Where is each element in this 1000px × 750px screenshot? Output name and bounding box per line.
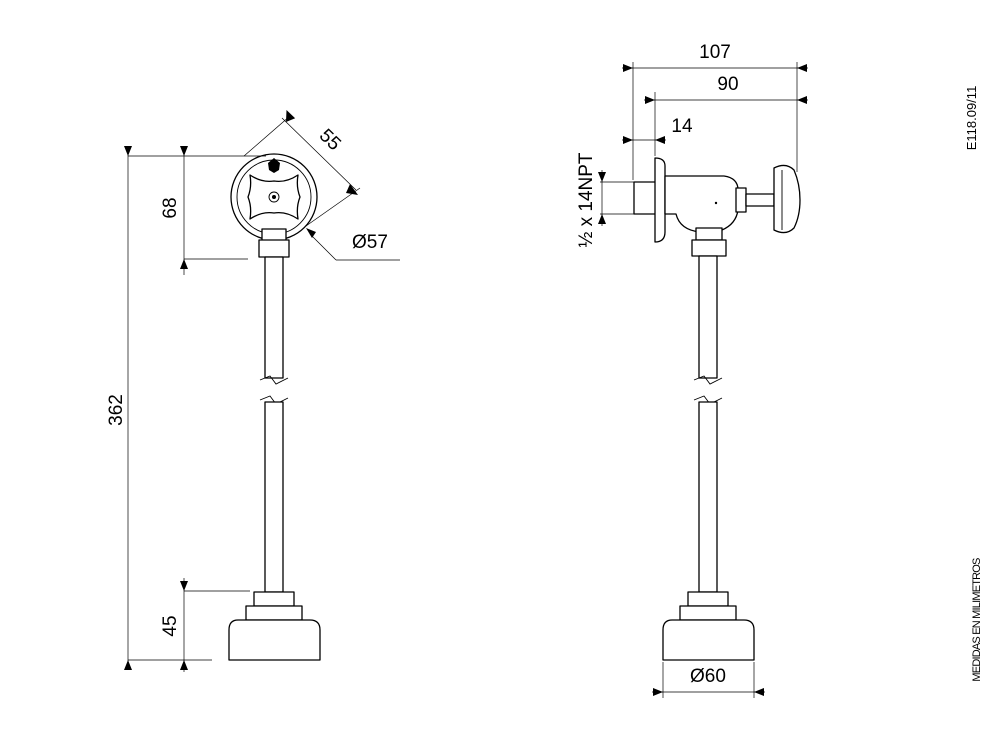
dim-base-diameter: Ø60 bbox=[690, 666, 726, 687]
side-base bbox=[662, 619, 755, 661]
dim-top-height: 68 bbox=[160, 197, 181, 218]
dim-width-to-handle: 90 bbox=[717, 74, 738, 95]
side-pipe-upper bbox=[698, 255, 718, 379]
side-valve-body bbox=[664, 175, 739, 233]
side-connector-lower bbox=[691, 239, 727, 257]
front-base-nut bbox=[253, 591, 295, 607]
side-inlet-thread bbox=[633, 181, 657, 215]
side-connector-upper bbox=[695, 227, 723, 241]
front-dimensions: 362 68 45 55 Ø57 bbox=[106, 109, 400, 672]
shield-icon bbox=[268, 158, 280, 173]
side-base-collar bbox=[679, 605, 737, 621]
dim-width-overall: 107 bbox=[699, 42, 731, 63]
side-handle bbox=[773, 164, 801, 234]
front-neck bbox=[258, 239, 290, 258]
dim-base-height: 45 bbox=[160, 615, 181, 636]
side-stem bbox=[745, 193, 775, 207]
dim-thread: ½ x 14NPT bbox=[576, 152, 597, 247]
side-view bbox=[633, 157, 801, 661]
front-base-collar bbox=[245, 605, 303, 621]
front-pipe-upper bbox=[264, 256, 284, 379]
front-pipe-break-upper bbox=[259, 375, 289, 385]
front-view bbox=[228, 153, 321, 661]
front-pipe-lower bbox=[264, 401, 284, 593]
side-stem-collar bbox=[735, 187, 747, 213]
dim-handle-diameter: Ø57 bbox=[352, 232, 388, 253]
side-wall-flange bbox=[654, 157, 666, 243]
units-note: MEDIDAS EN MILIMETROS bbox=[971, 558, 983, 682]
dim-handle-width: 55 bbox=[315, 125, 345, 155]
side-pipe-lower bbox=[698, 401, 718, 593]
screw-icon bbox=[268, 191, 280, 203]
front-pipe-break-lower bbox=[259, 395, 289, 405]
drawing-code: E118.09/11 bbox=[964, 86, 979, 151]
side-body-dot bbox=[714, 201, 718, 205]
dim-flange-offset: 14 bbox=[671, 116, 693, 137]
side-base-nut bbox=[687, 591, 729, 607]
dim-total-height: 362 bbox=[106, 394, 127, 426]
front-base bbox=[228, 619, 321, 661]
side-dimensions: 107 90 14 ½ x 14NPT Ø60 bbox=[576, 42, 808, 698]
front-neck-collar bbox=[261, 228, 287, 242]
